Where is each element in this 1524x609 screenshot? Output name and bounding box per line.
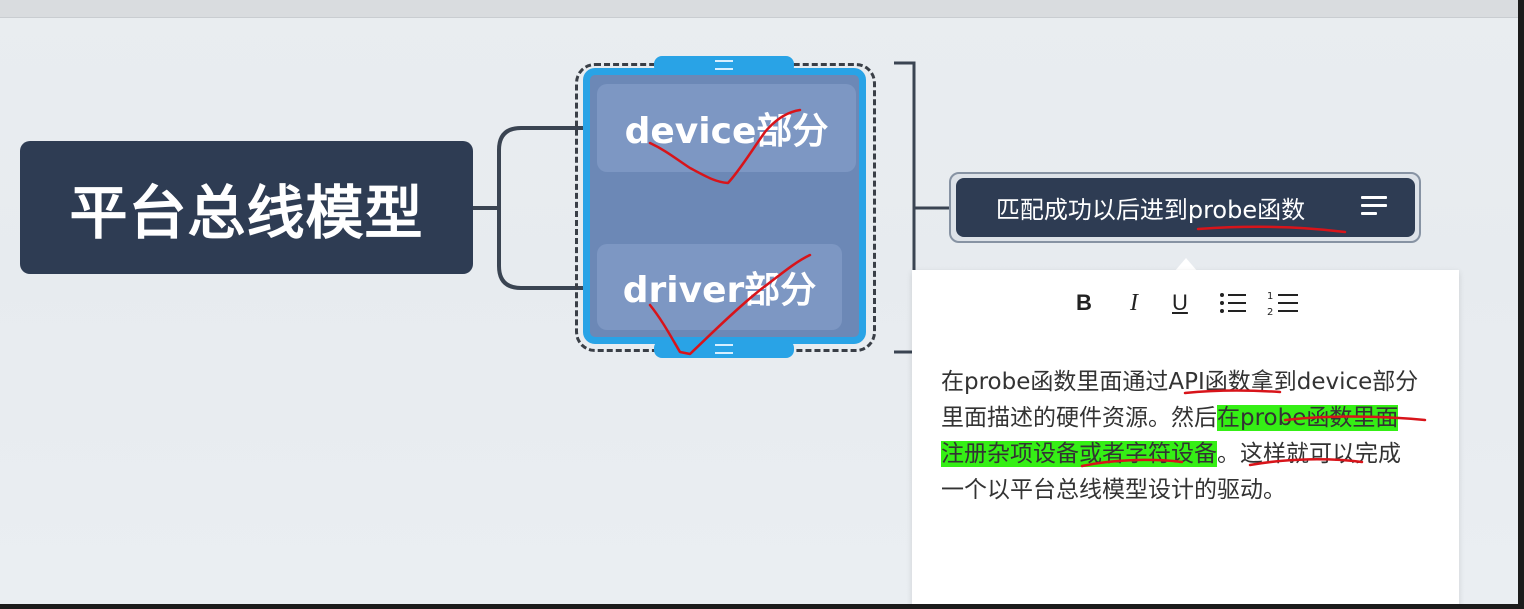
numbered-list-icon: 1 2 xyxy=(1267,291,1298,317)
subtopic-driver[interactable]: driver部分 xyxy=(597,244,842,330)
notes-icon[interactable] xyxy=(1361,196,1387,216)
note-text-part: 。这样就可以完成一个以平台总线模型设计的驱动。 xyxy=(941,441,1401,503)
drag-handle-icon[interactable] xyxy=(654,56,794,74)
italic-button[interactable]: I xyxy=(1130,289,1138,316)
bullet-list-icon[interactable] xyxy=(1218,288,1248,318)
top-bar xyxy=(0,0,1518,18)
summary-topic[interactable]: 匹配成功以后进到probe函数 xyxy=(956,178,1415,237)
note-text[interactable]: 在probe函数里面通过API函数拿到device部分里面描述的硬件资源。然后在… xyxy=(941,364,1419,508)
numbered-list-icon[interactable]: 1 2 xyxy=(1266,288,1300,318)
note-text-part: 在probe函数里面通过API函数拿到device部分里面描述的硬件资源。然后 xyxy=(941,369,1419,431)
underline-button[interactable]: U xyxy=(1172,290,1188,315)
root-topic[interactable]: 平台总线模型 xyxy=(20,141,473,274)
note-pointer xyxy=(1174,258,1198,272)
drag-handle-icon[interactable] xyxy=(654,340,794,358)
note-editor-panel: B I U 1 2 在probe函数里面通过API函数拿到device部分里面描… xyxy=(912,270,1459,604)
bold-button[interactable]: B xyxy=(1076,290,1092,315)
bullet-list-icon xyxy=(1220,293,1246,313)
svg-text:2: 2 xyxy=(1267,307,1273,317)
svg-text:1: 1 xyxy=(1267,291,1273,302)
subtopic-device[interactable]: device部分 xyxy=(597,84,856,172)
